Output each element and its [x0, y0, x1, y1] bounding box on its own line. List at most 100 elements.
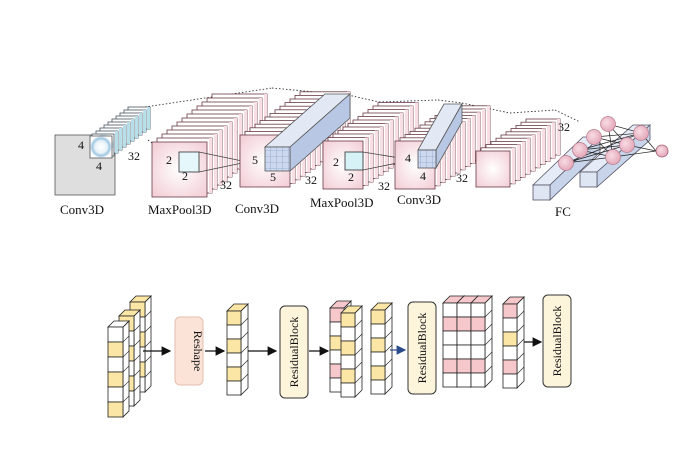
tensor-cell — [456, 302, 472, 318]
column-side-line — [384, 372, 393, 381]
column-side-line — [144, 310, 152, 318]
slab-edge — [365, 137, 368, 186]
conv2-kernel-h: 5 — [252, 153, 258, 167]
fc-connection — [565, 144, 628, 164]
slab-edge — [512, 147, 515, 184]
slab-edge — [517, 144, 520, 181]
pool2-channels: 32 — [378, 179, 390, 193]
slab-edge — [477, 112, 480, 161]
tensor-cell — [470, 316, 486, 332]
conv1-kernel-h: 4 — [78, 138, 84, 152]
residual-block-1-label: ResidualBlock — [287, 317, 301, 388]
label-conv3d-1: Conv3D — [60, 202, 104, 217]
tensor-cell — [370, 365, 386, 381]
column-side-line — [144, 340, 152, 348]
slab-edge — [400, 113, 403, 161]
slab-edge — [527, 138, 530, 175]
column-side-line — [516, 310, 525, 319]
tensor-cell — [456, 316, 472, 332]
slab-edge — [482, 109, 485, 157]
conv1-kernel-window: 4 4 32 — [78, 135, 140, 173]
column-side-line — [133, 324, 141, 332]
slab-edge — [219, 130, 222, 185]
label-maxpool3d-2: MaxPool3D — [310, 195, 374, 210]
tensor-cell — [226, 366, 242, 382]
column-side-line — [240, 373, 249, 382]
residual-pipeline: Reshape ResidualBlock ResidualBlock Resi… — [107, 294, 572, 418]
reshape-label: Reshape — [191, 331, 205, 372]
tensor-cell — [442, 330, 458, 346]
conv2-kernel-w: 5 — [270, 170, 276, 184]
tensor-cell — [442, 302, 458, 318]
pool1-kernel-window: 2 2 32 — [166, 151, 248, 192]
slab-edge — [447, 131, 450, 180]
column-side-line — [484, 351, 493, 360]
column-side-line — [240, 345, 249, 354]
label-conv3d-3: Conv3D — [397, 192, 441, 207]
slab-edge — [552, 122, 555, 159]
label-fc: FC — [555, 204, 571, 219]
output-neuron — [655, 144, 669, 158]
fc-channels: 32 — [558, 120, 570, 134]
residual-block-1: ResidualBlock — [279, 305, 309, 399]
residual-block-3-label: ResidualBlock — [550, 306, 564, 377]
conv3-kernel-h: 4 — [405, 151, 411, 165]
tensor-cell — [470, 330, 486, 346]
tensor-cell — [226, 338, 242, 354]
tensor-cell — [456, 358, 472, 374]
column-side-line — [133, 354, 141, 362]
tensor-cell — [340, 382, 356, 398]
column-side-line — [484, 365, 493, 374]
slab-edge — [542, 128, 545, 165]
slab-edge — [522, 141, 525, 178]
slab-edge — [462, 121, 465, 170]
tensor-cell — [456, 372, 472, 388]
slab-edge — [147, 107, 150, 129]
tensor-cell — [370, 309, 386, 325]
cnn-pipeline: 4 4 32 2 2 32 5 5 32 2 2 — [54, 87, 669, 219]
tensor-cell — [502, 303, 518, 319]
column-side-line — [122, 350, 130, 358]
tensor-cell — [340, 354, 356, 370]
slab-edge — [457, 125, 460, 173]
conv3-kernel-w: 4 — [420, 169, 426, 183]
tensor-cell — [502, 359, 518, 375]
fc-neuron — [572, 142, 588, 158]
tensor-cell — [370, 337, 386, 353]
slab-edge — [537, 131, 540, 168]
column-side-line — [354, 333, 363, 342]
tensor-cell — [340, 340, 356, 356]
column-side-line — [484, 337, 493, 346]
column-side-line — [484, 323, 493, 332]
tensor-cell — [502, 317, 518, 333]
slab-edge — [119, 128, 122, 150]
tensor-cell — [442, 316, 458, 332]
tensor-cell — [107, 326, 124, 343]
column-side-line — [516, 338, 525, 347]
column-side-line — [484, 309, 493, 318]
pool2-kernel-h: 2 — [333, 155, 339, 169]
flatten-feature-stack — [475, 118, 561, 188]
fc-neuron — [633, 125, 649, 141]
label-conv3d-2: Conv3D — [235, 201, 279, 216]
column-side-line — [516, 352, 525, 361]
slab-edge — [214, 134, 217, 189]
tensor-cell — [226, 380, 242, 396]
column-side-line — [384, 358, 393, 367]
pool1-kernel-w: 2 — [182, 169, 188, 183]
slab-edge — [557, 119, 560, 155]
column-side-line — [122, 395, 130, 403]
tensor-cell — [470, 302, 486, 318]
fc-connection — [565, 156, 614, 164]
slab-edge — [410, 106, 413, 154]
fc-neuron — [600, 116, 616, 132]
tensor-cell — [340, 326, 356, 342]
conv3-kernel-bar: 4 4 32 — [405, 102, 468, 185]
conv1-kernel-w: 4 — [96, 159, 102, 173]
slab-edge — [234, 118, 237, 173]
stage-labels: Conv3D MaxPool3D Conv3D MaxPool3D Conv3D… — [60, 192, 571, 219]
pool2-kernel-w: 2 — [348, 170, 354, 184]
tensor-cell — [107, 356, 124, 373]
slab-edge — [139, 113, 142, 135]
